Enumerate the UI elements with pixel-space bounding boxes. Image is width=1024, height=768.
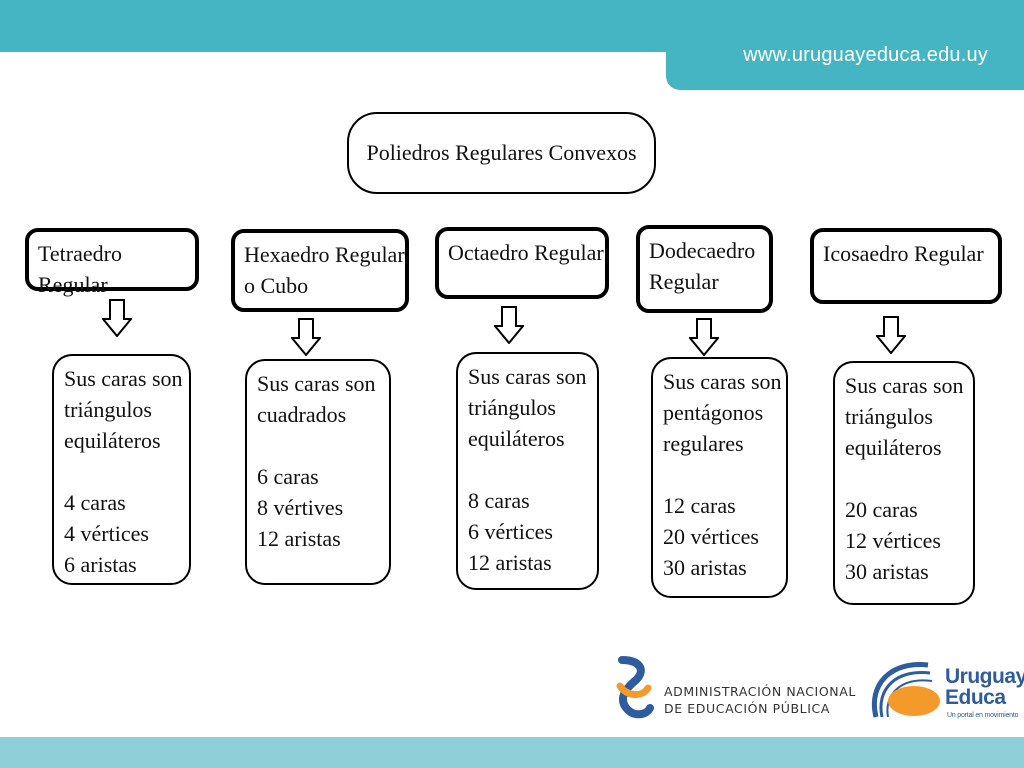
property-line: equiláteros (64, 428, 161, 453)
property-line: Sus caras son (845, 373, 964, 398)
bottom-banner (0, 737, 1024, 768)
count-line: 4 caras (64, 490, 126, 515)
polyhedron-desc-box-icosaedro: Sus caras son triángulos equiláteros 20 … (833, 361, 975, 605)
count-line: 6 caras (257, 464, 319, 489)
property-line: Sus caras son (663, 369, 782, 394)
property-line: Sus caras son (64, 366, 183, 391)
count-line: 12 vértices (845, 528, 941, 553)
property-line: cuadrados (257, 402, 347, 427)
property-line: triángulos (64, 397, 152, 422)
count-line: 6 aristas (64, 552, 137, 577)
uruguay-educa-wordmark: Uruguay Educa (945, 665, 1024, 709)
anep-logo-icon (616, 656, 654, 719)
polyhedron-name-box-tetraedro: Tetraedro Regular (25, 228, 199, 297)
polyhedron-name: Regular (649, 269, 719, 294)
polyhedron-name-box-octaedro: Octaedro Regular (435, 227, 609, 299)
property-line: regulares (663, 431, 744, 456)
uruguay-educa-tagline: Un portal en movimiento (947, 712, 1019, 719)
polyhedron-name: Dodecaedro (649, 238, 756, 263)
anep-name: ADMINISTRACIÓN NACIONAL DE EDUCACIÓN PÚB… (664, 684, 856, 716)
polyhedron-desc-box-tetraedro: Sus caras son triángulos equiláteros 4 c… (52, 354, 191, 585)
count-line: 12 aristas (257, 526, 341, 551)
count-line: 20 vértices (663, 524, 759, 549)
down-arrow-icon (494, 306, 524, 344)
polyhedron-desc-box-dodecaedro: Sus caras son pentágonos regulares 12 ca… (651, 357, 788, 598)
down-arrow-icon (876, 316, 906, 354)
count-line: 8 vértives (257, 495, 344, 520)
count-line: 30 aristas (845, 559, 929, 584)
diagram-title-box: Poliedros Regulares Convexos (347, 112, 656, 194)
polyhedron-name: Octaedro Regular (448, 240, 604, 265)
property-line: triángulos (468, 395, 556, 420)
polyhedron-name: Hexaedro Regular (244, 242, 405, 267)
count-line: 12 aristas (468, 550, 552, 575)
property-line: equiláteros (468, 426, 565, 451)
property-line: equiláteros (845, 435, 942, 460)
polyhedron-name: Icosaedro Regular (823, 241, 984, 266)
polyhedron-desc-box-octaedro: Sus caras son triángulos equiláteros 8 c… (456, 352, 599, 590)
property-line: Sus caras son (257, 371, 376, 396)
polyhedron-name-box-dodecaedro: Dodecaedro Regular (636, 225, 773, 313)
property-line: triángulos (845, 404, 933, 429)
polyhedron-name-box-icosaedro: Icosaedro Regular (810, 228, 1002, 304)
uruguay-educa-logo-icon (872, 662, 940, 718)
count-line: 6 vértices (468, 519, 553, 544)
polyhedron-name-box-hexaedro: Hexaedro Regular o Cubo (231, 229, 409, 312)
url-tab: www.uruguayeduca.edu.uy (666, 0, 1024, 90)
count-line: 30 aristas (663, 555, 747, 580)
diagram-title: Poliedros Regulares Convexos (366, 140, 637, 165)
site-url[interactable]: www.uruguayeduca.edu.uy (743, 44, 988, 66)
polyhedron-name: o Cubo (244, 273, 309, 298)
count-line: 12 caras (663, 493, 736, 518)
count-line: 4 vértices (64, 521, 149, 546)
down-arrow-icon (102, 299, 132, 337)
property-line: Sus caras son (468, 364, 587, 389)
down-arrow-icon (689, 318, 719, 356)
polyhedron-desc-box-hexaedro: Sus caras son cuadrados 6 caras 8 vértiv… (245, 359, 391, 585)
count-line: 20 caras (845, 497, 918, 522)
count-line: 8 caras (468, 488, 530, 513)
property-line: pentágonos (663, 400, 764, 425)
down-arrow-icon (291, 318, 321, 356)
polyhedron-name: Tetraedro Regular (38, 241, 122, 297)
